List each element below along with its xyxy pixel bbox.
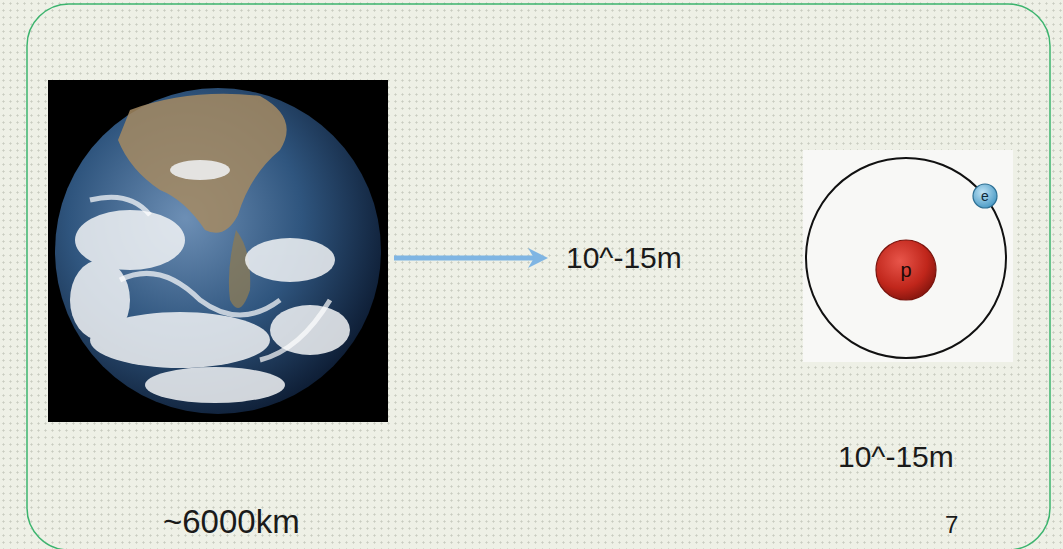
scale-label: 10^-15m — [566, 241, 682, 274]
electron-circle: e — [972, 183, 998, 209]
scale-arrow — [394, 256, 538, 261]
slide-border — [27, 4, 1050, 549]
size-caption: 10^-15m — [838, 440, 954, 473]
page-number: 7 — [945, 512, 958, 538]
atom-picture — [803, 150, 1013, 362]
node-text: p — [900, 260, 911, 280]
earth-photo — [48, 80, 388, 422]
electron-orbit — [806, 158, 1006, 358]
proton-circle: p — [875, 239, 937, 301]
size-caption: ~6000km — [163, 504, 300, 540]
node-text: e — [981, 189, 989, 203]
